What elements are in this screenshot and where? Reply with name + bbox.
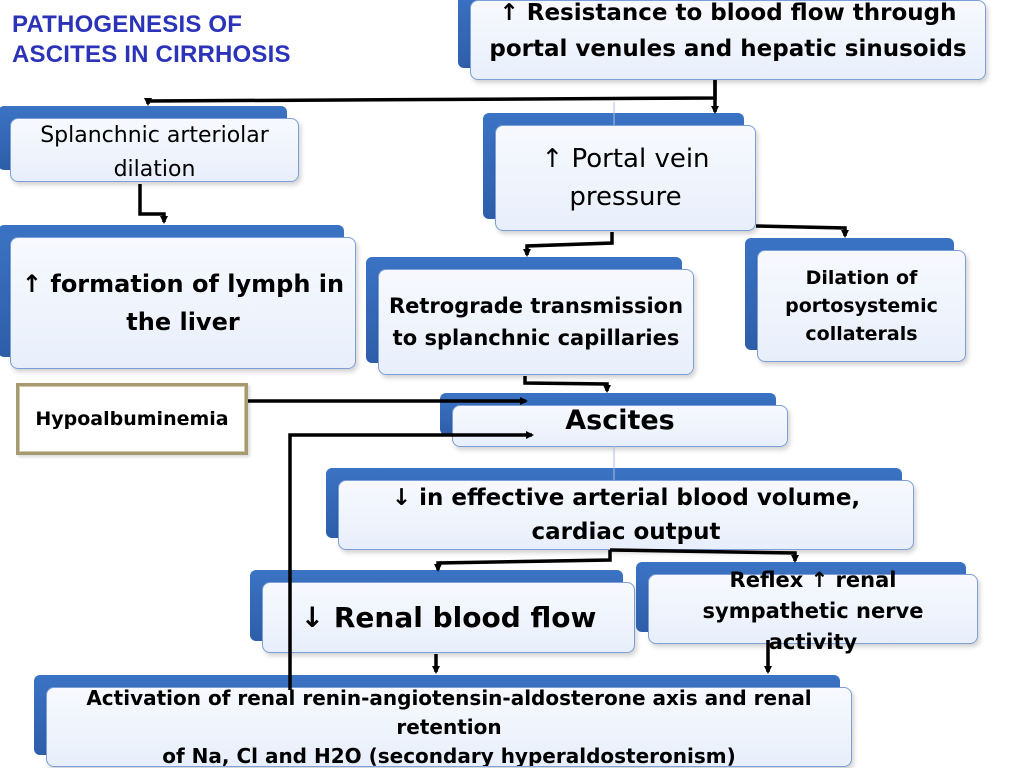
node-retrograde-line-1: Retrograde transmission — [388, 294, 684, 318]
arrow-effective-to-reflex — [609, 548, 799, 563]
arrow-splanchnic-to-lymph — [138, 184, 168, 224]
node-raas-line-1: Activation of renal renin-angiotensin-al… — [86, 687, 812, 739]
node-collaterals-line-2: portosystemic — [785, 295, 938, 317]
slide-title: PATHOGENESIS OF ASCITES IN CIRRHOSIS — [12, 10, 291, 70]
node-splanchnic-line-2: dilation — [113, 157, 196, 182]
node-hypoalbuminemia: Hypoalbuminemia — [16, 383, 248, 455]
node-splanchnic-line-1: Splanchnic arteriolar — [40, 123, 269, 148]
node-retrograde: Retrograde transmission to splanchnic ca… — [366, 257, 694, 375]
node-renal-flow: ↓ Renal blood flow — [250, 570, 635, 653]
node-collaterals-line-1: Dilation of — [805, 267, 918, 289]
node-portal-line-2: pressure — [569, 182, 682, 212]
node-effective-volume: ↓ in effective arterial blood volume, ca… — [326, 468, 914, 550]
node-collaterals: Dilation of portosystemic collaterals — [745, 238, 966, 362]
title-line-2: ASCITES IN CIRRHOSIS — [12, 41, 291, 68]
node-lymph-line-2: the liver — [126, 308, 240, 336]
arrow-raas-feedback-to-ascites — [288, 431, 534, 690]
node-ascites: Ascites — [440, 393, 788, 447]
node-collaterals-line-3: collaterals — [805, 323, 918, 345]
title-line-1: PATHOGENESIS OF — [12, 11, 243, 38]
node-reflex-line-3: activity — [768, 630, 858, 654]
node-effective-line-2: cardiac output — [531, 519, 721, 545]
node-portal-line-1: ↑ Portal vein — [541, 144, 710, 174]
arrow-retrograde-to-ascites — [523, 376, 611, 393]
node-resistance: ↑ Resistance to blood flow through porta… — [458, 0, 986, 80]
node-portal-pressure: ↑ Portal vein pressure — [483, 113, 756, 231]
node-reflex: Reflex ↑ renal sympathetic nerve activit… — [636, 562, 978, 654]
arrow-portal-to-retrograde — [523, 232, 614, 257]
arrow-portal-to-collaterals — [755, 224, 849, 238]
node-effective-line-1: ↓ in effective arterial blood volume, — [391, 485, 861, 511]
node-ascites-label: Ascites — [565, 405, 675, 436]
node-lymph-formation: ↑ formation of lymph in the liver — [0, 225, 356, 369]
arrow-resistance-to-splanchnic — [144, 80, 717, 106]
node-hypoalbuminemia-label: Hypoalbuminemia — [35, 408, 229, 430]
node-lymph-line-1: ↑ formation of lymph in — [21, 270, 345, 298]
node-resistance-line-1: ↑ Resistance to blood flow through — [499, 0, 957, 26]
node-reflex-line-2: sympathetic nerve — [702, 599, 924, 623]
node-raas-activation: Activation of renal renin-angiotensin-al… — [34, 675, 852, 767]
node-renal-flow-label: ↓ Renal blood flow — [300, 600, 597, 634]
node-retrograde-line-2: to splanchnic capillaries — [392, 326, 680, 350]
node-reflex-line-1: Reflex ↑ renal — [729, 568, 897, 592]
node-raas-line-2: of Na, Cl and H2O (secondary hyperaldost… — [162, 743, 736, 767]
node-splanchnic-dilation: Splanchnic arteriolar dilation — [0, 106, 299, 182]
arrow-effective-to-renal — [434, 550, 612, 572]
node-resistance-line-2: portal venules and hepatic sinusoids — [489, 36, 967, 62]
